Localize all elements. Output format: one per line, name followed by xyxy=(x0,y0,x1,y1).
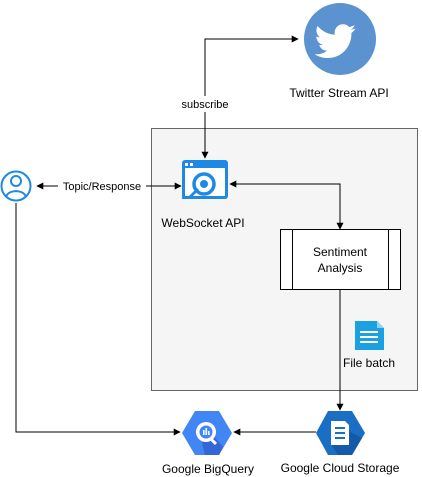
user-node xyxy=(0,170,32,202)
file-icon xyxy=(355,321,384,350)
topic-response-label: Topic/Response xyxy=(63,181,141,193)
sentiment-label-line2: Analysis xyxy=(318,261,363,275)
sentiment-label-line1: Sentiment xyxy=(313,245,368,259)
websocket-label: WebSocket API xyxy=(161,216,244,230)
user-bigquery-connector xyxy=(15,203,181,436)
twitter-node: Twitter Stream API xyxy=(289,3,389,100)
websocket-node: WebSocket API xyxy=(161,160,245,230)
subscribe-label: subscribe xyxy=(181,99,228,111)
subscribe-connector xyxy=(201,35,299,159)
twitter-label: Twitter Stream API xyxy=(289,86,388,100)
bigquery-icon xyxy=(182,411,232,455)
file-batch-node: File batch xyxy=(341,321,397,370)
cloud-storage-icon xyxy=(316,411,365,455)
websocket-api-icon xyxy=(182,160,228,199)
file-batch-label: File batch xyxy=(343,356,395,370)
sentiment-analysis-node: Sentiment Analysis xyxy=(280,229,401,290)
websocket-sentiment-connector xyxy=(229,180,344,230)
bigquery-node: Google BigQuery xyxy=(162,411,254,476)
bigquery-label: Google BigQuery xyxy=(162,462,254,476)
cloud-storage-node: Google Cloud Storage xyxy=(281,411,400,475)
cloud-storage-label: Google Cloud Storage xyxy=(281,461,400,475)
